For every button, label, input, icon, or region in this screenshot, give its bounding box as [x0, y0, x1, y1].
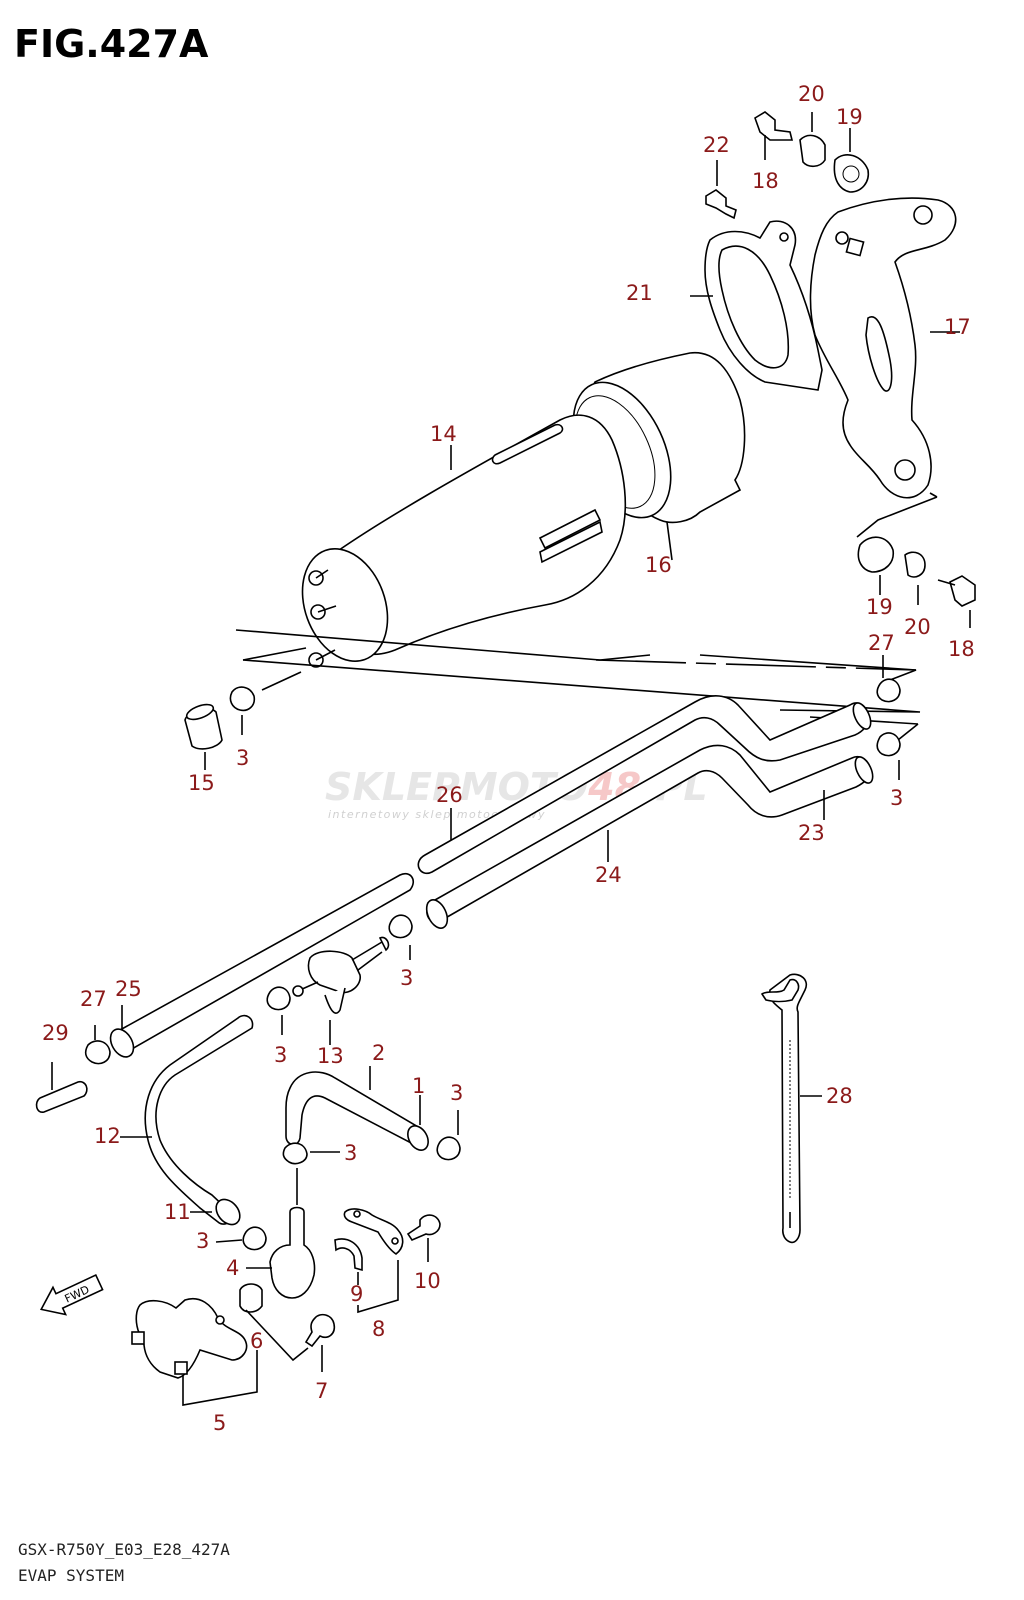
bracket-hole-bottom: [894, 459, 916, 481]
collar-20-top: [799, 134, 826, 168]
callout-3-mid: 3: [400, 966, 413, 990]
small-parts: [35, 703, 822, 1406]
holder-8: [343, 1208, 404, 1255]
callout-3-right: 3: [890, 786, 903, 810]
callout-18-low: 18: [948, 637, 975, 661]
canister-slot-3: [539, 520, 603, 564]
callout-27-left: 27: [80, 987, 107, 1011]
section-name: EVAP SYSTEM: [18, 1566, 124, 1585]
callout-20-top: 20: [798, 82, 825, 106]
bolt-18-low: [949, 575, 976, 607]
callout-5: 5: [213, 1411, 226, 1435]
grommet-6: [239, 1283, 263, 1313]
hose-clips: [84, 678, 901, 1251]
clip-9: [334, 1238, 363, 1272]
callout-19-low: 19: [866, 595, 893, 619]
fasteners-right: [857, 536, 976, 628]
clip-3g: [282, 1142, 308, 1165]
clamp-hole: [779, 232, 789, 242]
bracket-5-nut-bottom: [174, 1361, 188, 1375]
callout-12: 12: [94, 1124, 121, 1148]
bracket-5-nut-top: [131, 1331, 145, 1345]
callout-20-low: 20: [904, 615, 931, 639]
callout-19-top: 19: [836, 105, 863, 129]
plug-29: [35, 1080, 88, 1113]
callout-18-top: 18: [752, 169, 779, 193]
callout-25: 25: [115, 977, 142, 1001]
collar-20-low: [904, 551, 926, 578]
canister-slot-1: [491, 423, 564, 465]
clip-3e: [266, 986, 291, 1011]
callout-22: 22: [703, 133, 730, 157]
bracket-slot: [865, 316, 893, 392]
cable-tie-head: [760, 978, 800, 1003]
callout-3-canister: 3: [236, 746, 249, 770]
callout-8: 8: [372, 1317, 385, 1341]
bracket-5: [135, 1298, 248, 1379]
callout-27-top: 27: [868, 631, 895, 655]
model-code: GSX-R750Y_E03_E28_427A: [18, 1540, 230, 1559]
callout-2: 2: [372, 1041, 385, 1065]
clip-3b: [876, 678, 901, 703]
clamp-inner: [718, 245, 790, 369]
fwd-arrow: FWD: [39, 1274, 104, 1316]
callout-23: 23: [798, 821, 825, 845]
figure-title: FIG.427A: [14, 22, 209, 66]
clip-3h: [242, 1226, 267, 1251]
callout-28: 28: [826, 1084, 853, 1108]
callout-16: 16: [645, 553, 672, 577]
grommet-19-top: [833, 154, 870, 193]
canister-assembly: [235, 197, 960, 741]
callout-21: 21: [626, 281, 653, 305]
bolt-22: [705, 189, 737, 220]
callout-labels: 1 2 3 3 3 3 3 3 3 3 4 5 6 7 8 9 10 11 12…: [42, 82, 975, 1435]
callout-9: 9: [350, 1282, 363, 1306]
callout-3-hose2: 3: [450, 1081, 463, 1105]
hose-24: [426, 744, 872, 923]
hose-26: [417, 695, 870, 875]
fasteners-top: [705, 111, 870, 220]
callout-14: 14: [430, 422, 457, 446]
clip-3a: [229, 686, 256, 712]
callout-4: 4: [226, 1256, 239, 1280]
hose-12: [144, 1014, 254, 1225]
bolt-18-top: [754, 111, 794, 141]
callout-10: 10: [414, 1269, 441, 1293]
callout-11: 11: [164, 1200, 191, 1224]
fitting-4: [269, 1206, 316, 1299]
clip-3c: [876, 732, 901, 757]
callout-3-left: 3: [274, 1043, 287, 1067]
bracket-hole-left: [835, 231, 849, 245]
clip-3f: [436, 1136, 461, 1161]
screw-7: [304, 1313, 336, 1348]
canister-end: [301, 548, 389, 662]
callout-3-center: 3: [344, 1141, 357, 1165]
callout-24: 24: [595, 863, 622, 887]
callout-13: 13: [317, 1044, 344, 1068]
hose-2: [285, 1071, 427, 1147]
hoses: [109, 695, 874, 1226]
clip-3d: [388, 914, 413, 939]
callout-3-lower: 3: [196, 1229, 209, 1253]
bracket-hole-top: [913, 205, 933, 225]
cable-tie-28: [768, 973, 808, 1244]
callout-15: 15: [188, 771, 215, 795]
callout-17: 17: [944, 315, 971, 339]
canister-slot-2: [538, 508, 602, 550]
clip-27a: [84, 1040, 111, 1065]
bracket-nut: [845, 237, 865, 257]
callout-1: 1: [412, 1074, 425, 1098]
screw-10: [406, 1214, 441, 1241]
callout-29: 29: [42, 1021, 69, 1045]
callout-6: 6: [250, 1329, 263, 1353]
leader-lines: [120, 655, 884, 1213]
valve-13: [307, 950, 361, 994]
callout-26: 26: [436, 783, 463, 807]
callout-7: 7: [315, 1379, 328, 1403]
grommet-19-low: [857, 536, 895, 573]
